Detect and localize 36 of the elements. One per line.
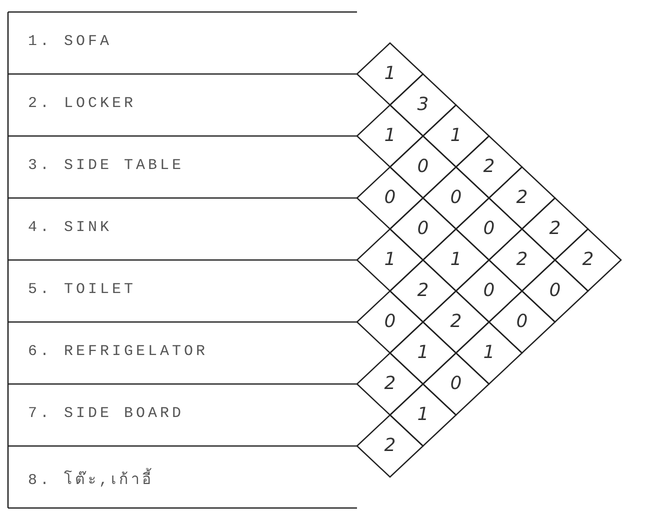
cell-value: 1 <box>416 404 430 426</box>
cell-value: 0 <box>515 311 529 333</box>
cell-value: 0 <box>416 156 430 178</box>
cell-value: 2 <box>515 187 529 209</box>
row-label: 5. TOILET <box>28 281 136 298</box>
cell-value: 0 <box>383 311 397 333</box>
cell-value: 0 <box>449 373 463 395</box>
cell-value: 1 <box>383 63 397 85</box>
cell-value: 1 <box>449 249 463 271</box>
cell-value: 2 <box>482 156 496 178</box>
cell-value: 0 <box>383 187 397 209</box>
row-label: 4. SINK <box>28 219 112 236</box>
cell-value: 1 <box>482 342 496 364</box>
cell-value: 0 <box>482 218 496 240</box>
cell-value: 1 <box>383 125 397 147</box>
cell-value: 1 <box>416 342 430 364</box>
cell-value: 2 <box>581 249 595 271</box>
cell-value: 0 <box>548 280 562 302</box>
cell-value: 1 <box>383 249 397 271</box>
cell-value: 2 <box>416 280 430 302</box>
cell-value: 2 <box>548 218 562 240</box>
cell-value: 2 <box>515 249 529 271</box>
cell-value: 0 <box>449 187 463 209</box>
row-label: 7. SIDE BOARD <box>28 405 184 422</box>
cell-value: 3 <box>416 94 430 116</box>
row-label: 8. โต๊ะ,เก้าอี้ <box>28 467 154 491</box>
cell-value: 0 <box>482 280 496 302</box>
cell-value: 2 <box>383 435 397 457</box>
row-label: 6. REFRIGELATOR <box>28 343 208 360</box>
row-label: 2. LOCKER <box>28 95 136 112</box>
cell-value: 2 <box>383 373 397 395</box>
cell-value: 1 <box>449 125 463 147</box>
cell-value: 2 <box>449 311 463 333</box>
cell-value: 0 <box>416 218 430 240</box>
row-label: 3. SIDE TABLE <box>28 157 184 174</box>
row-label: 1. SOFA <box>28 33 112 50</box>
